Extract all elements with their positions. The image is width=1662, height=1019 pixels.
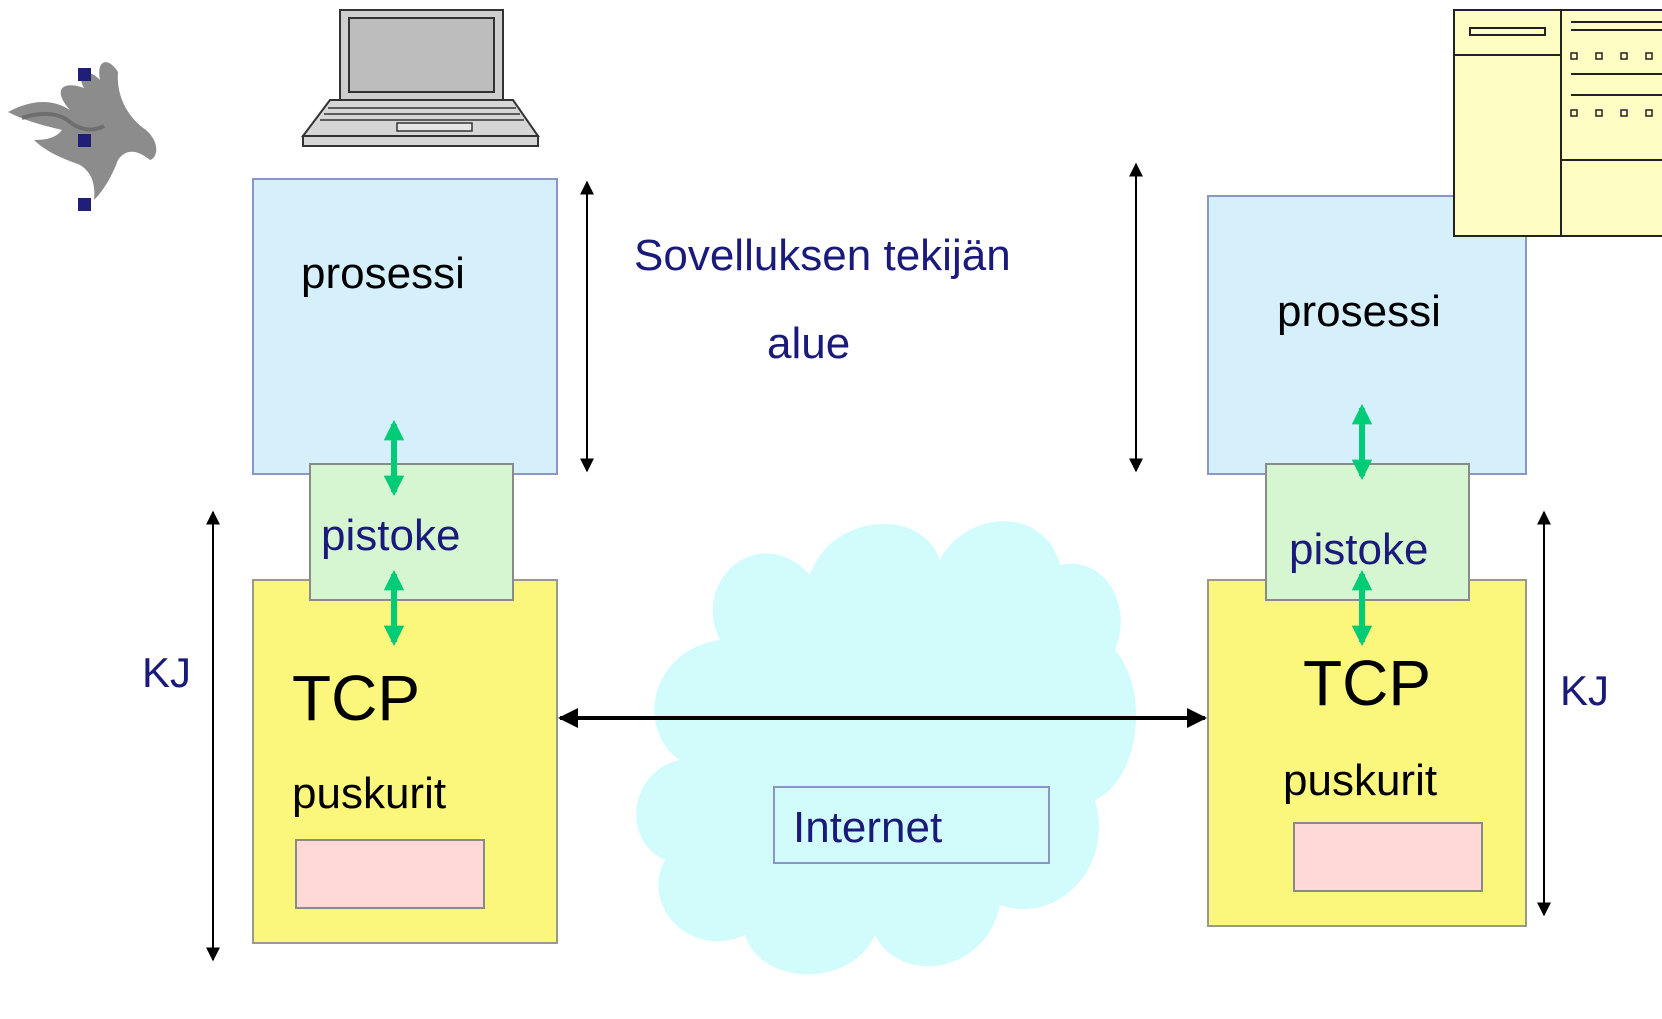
right-os-label: KJ	[1560, 667, 1610, 714]
left-process-label: prosessi	[301, 249, 465, 298]
internet-cloud	[636, 521, 1137, 975]
right-buffer-box	[1293, 822, 1483, 892]
left-socket-box	[309, 463, 514, 601]
internet-label-box	[773, 786, 1050, 864]
right-socket-label: pistoke	[1289, 525, 1429, 574]
left-process-box	[252, 178, 558, 475]
left-buffers-label: puskurit	[292, 769, 447, 818]
left-buffer-box	[295, 839, 485, 909]
right-process-label: prosessi	[1277, 287, 1441, 336]
developer-area-line1: Sovelluksen tekijän	[634, 231, 1011, 280]
server-icon	[1453, 9, 1662, 237]
left-os-label: KJ	[142, 649, 192, 696]
university-flame-logo-icon	[8, 62, 157, 200]
left-tcp-label: TCP	[292, 662, 420, 734]
internet-label: Internet	[793, 803, 943, 852]
developer-area-line2: alue	[767, 319, 851, 368]
right-buffers-label: puskurit	[1283, 756, 1438, 805]
right-tcp-label: TCP	[1303, 647, 1431, 719]
bullet-markers	[78, 68, 91, 211]
left-socket-label: pistoke	[321, 511, 461, 560]
laptop-icon	[301, 9, 540, 147]
